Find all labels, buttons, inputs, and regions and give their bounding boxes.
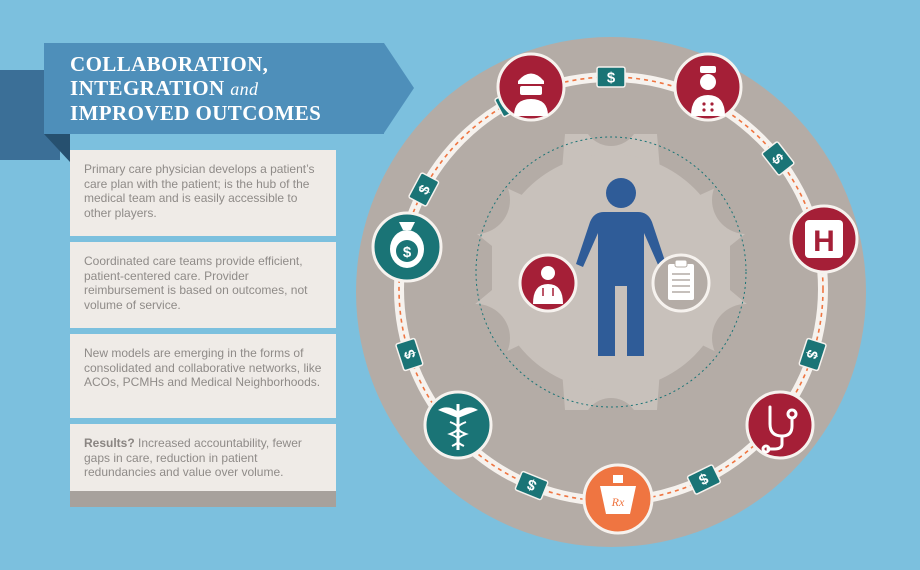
info-panel-physician: Primary care physician develops a patien… — [70, 150, 336, 236]
hospital-node: H — [789, 204, 859, 274]
dollar-tag: $ — [408, 172, 440, 207]
inner-dotted-ring — [475, 136, 747, 408]
caduceus-icon — [438, 404, 478, 450]
pharmacy-rx-icon: Rx — [600, 475, 636, 514]
panel-footer-bar — [70, 491, 336, 507]
hospital-icon — [805, 220, 843, 258]
nurse-node — [673, 52, 743, 122]
pharmacy-node: Rx — [582, 463, 654, 535]
banner-fold — [44, 134, 70, 162]
rx-label: Rx — [611, 495, 625, 509]
nurse-icon — [691, 66, 725, 116]
outer-ring-dashes — [398, 76, 824, 502]
dollar-tag-label: $ — [607, 70, 616, 87]
panel-text: New models are emerging in the forms of … — [84, 346, 322, 389]
stethoscope-icon — [761, 405, 798, 454]
gear-notches — [442, 90, 780, 454]
dollar-tag: $ — [395, 337, 424, 372]
dollar-tag: $ — [596, 66, 626, 88]
stethoscope-node — [745, 390, 815, 460]
panel-text: Increased accountability, fewer gaps in … — [84, 436, 302, 479]
title-line-2-main: INTEGRATION — [70, 76, 225, 100]
info-panel-results: Results? Increased accountability, fewer… — [70, 424, 336, 491]
title-banner — [44, 43, 384, 134]
panel-text: Coordinated care teams provide efficient… — [84, 254, 308, 312]
doctor-node — [518, 253, 578, 313]
money-bag-icon: $ — [390, 222, 424, 268]
panel-lead: Results? — [84, 436, 135, 450]
banner-arrow — [384, 43, 414, 133]
money-bag-node: $ — [371, 211, 443, 283]
dollar-tag: $ — [686, 464, 721, 495]
clipboard-node — [651, 253, 711, 313]
dollar-tag: $ — [514, 470, 549, 501]
info-panel-new-models: New models are emerging in the forms of … — [70, 334, 336, 418]
dollar-tag: $ — [798, 337, 827, 372]
caduceus-node — [423, 390, 493, 460]
panel-text: Primary care physician develops a patien… — [84, 162, 315, 220]
info-panel-care-teams: Coordinated care teams provide efficient… — [70, 242, 336, 328]
dollar-tag: $ — [761, 141, 795, 176]
patient-figure-icon — [576, 178, 666, 356]
title-line-2: INTEGRATION and — [70, 76, 400, 101]
surgeon-node — [496, 52, 566, 122]
title-line-1: COLLABORATION, — [70, 52, 269, 76]
title-and: and — [230, 79, 259, 99]
doctor-icon — [533, 266, 563, 304]
money-bag-dollar: $ — [403, 244, 412, 261]
title-line-3: IMPROVED OUTCOMES — [70, 101, 322, 125]
hospital-label: H — [813, 225, 835, 258]
clipboard-icon — [668, 259, 694, 300]
page-title: COLLABORATION, INTEGRATION and IMPROVED … — [70, 52, 400, 125]
surgeon-icon — [514, 73, 548, 116]
